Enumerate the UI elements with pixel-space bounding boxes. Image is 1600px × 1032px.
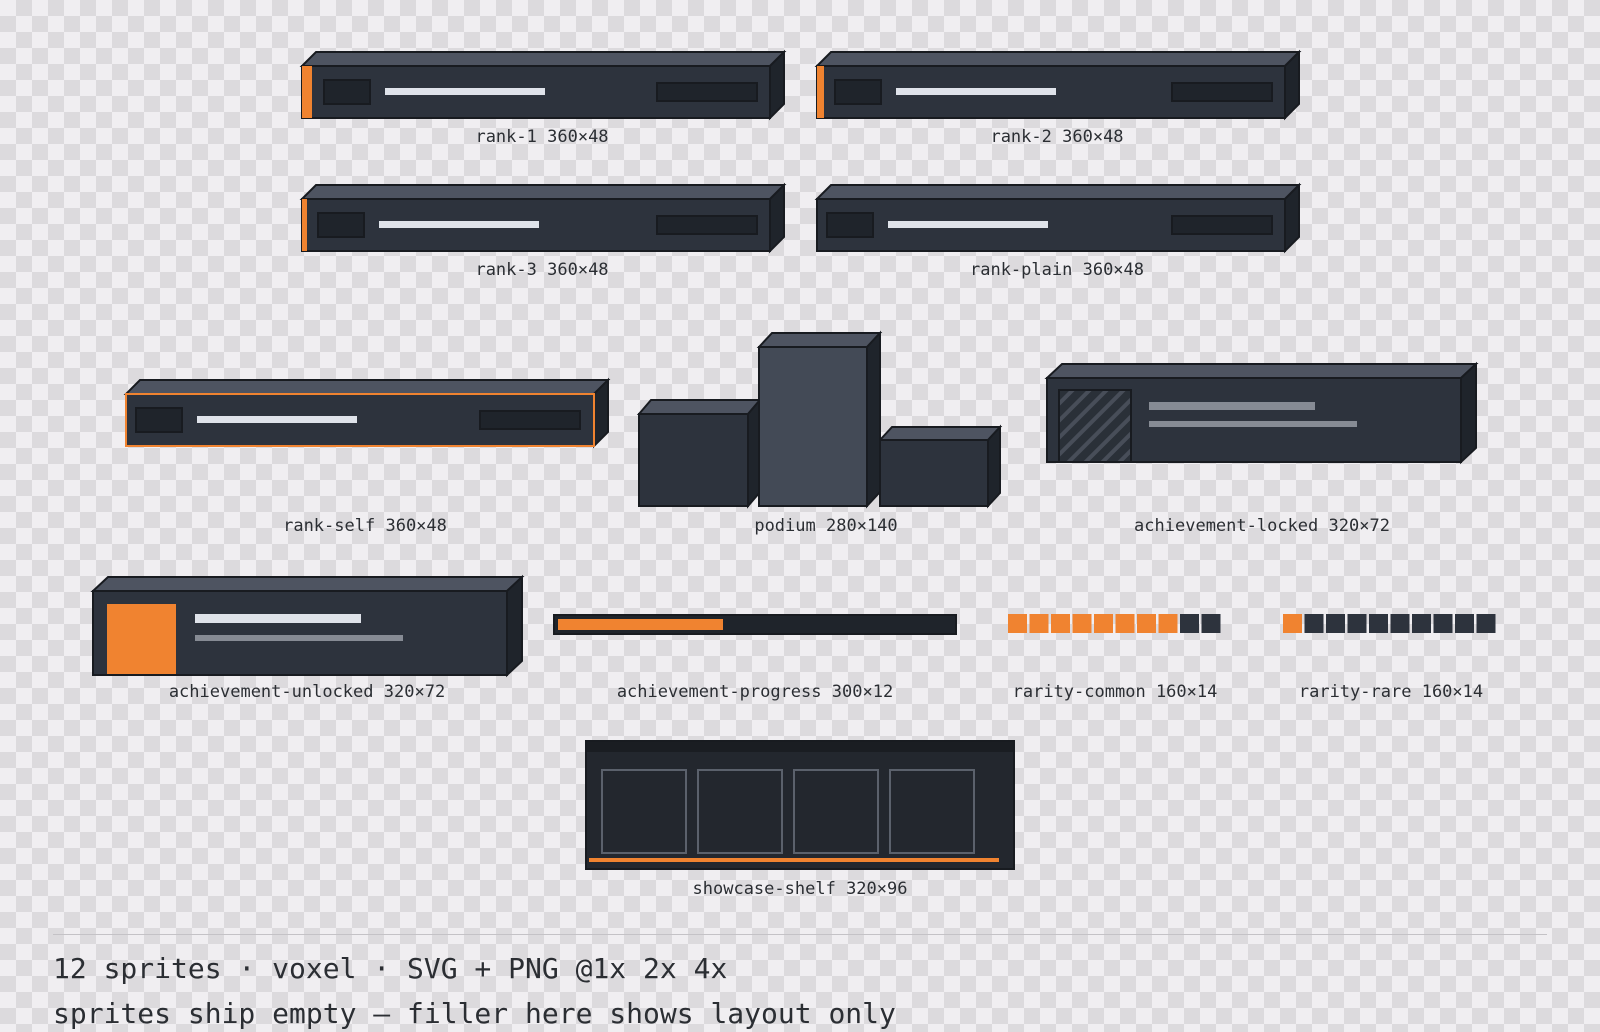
shelf-slot bbox=[601, 769, 687, 854]
rarity-common-pip bbox=[1094, 614, 1113, 633]
rarity-rare-pip bbox=[1326, 614, 1345, 633]
rarity-rare-pip bbox=[1433, 614, 1453, 633]
rarity-rare-pip bbox=[1412, 614, 1431, 633]
footer-line-2: sprites ship empty — filler here shows l… bbox=[53, 997, 896, 1030]
sprite-rarity-common bbox=[1008, 614, 1224, 634]
label-rank-3: rank-3 360×48 bbox=[475, 260, 609, 280]
label-rank-2: rank-2 360×48 bbox=[990, 127, 1124, 147]
sprite-rarity-rare bbox=[1283, 614, 1499, 634]
rarity-common-pip bbox=[1029, 614, 1049, 633]
rarity-common-pip bbox=[1180, 614, 1199, 633]
rarity-common-pip bbox=[1137, 614, 1156, 633]
label-rank-self: rank-self 360×48 bbox=[283, 516, 447, 536]
label-rank-1: rank-1 360×48 bbox=[475, 127, 609, 147]
rarity-common-pip bbox=[1072, 614, 1092, 633]
rarity-rare-pip bbox=[1347, 614, 1367, 633]
rarity-common-pip bbox=[1158, 614, 1178, 633]
sprite-podium bbox=[636, 330, 1003, 512]
label-showcase-shelf: showcase-shelf 320×96 bbox=[692, 879, 908, 899]
sprite-rank-3 bbox=[299, 182, 787, 255]
rarity-common-pip bbox=[1115, 614, 1135, 633]
rarity-common-pip bbox=[1051, 614, 1070, 633]
rarity-rare-pip bbox=[1283, 614, 1302, 633]
rarity-rare-pip bbox=[1369, 614, 1388, 633]
rarity-rare-pip bbox=[1455, 614, 1474, 633]
rarity-rare-pip bbox=[1476, 614, 1496, 633]
label-rarity-rare: rarity-rare 160×14 bbox=[1298, 682, 1484, 702]
label-rank-plain: rank-plain 360×48 bbox=[969, 260, 1145, 280]
rarity-rare-pip bbox=[1304, 614, 1324, 633]
sprite-rank-plain bbox=[814, 182, 1302, 255]
label-rarity-common: rarity-common 160×14 bbox=[1012, 682, 1218, 702]
sprite-achievement-unlocked bbox=[90, 574, 525, 678]
rarity-rare-pip bbox=[1390, 614, 1410, 633]
footer-divider bbox=[53, 934, 1547, 935]
progress-fill bbox=[558, 619, 723, 630]
sprite-showcase-shelf bbox=[585, 740, 1015, 870]
sprite-achievement-locked bbox=[1044, 361, 1479, 465]
sprite-rank-2 bbox=[814, 49, 1302, 122]
shelf-slot bbox=[793, 769, 879, 854]
footer-line-1: 12 sprites · voxel · SVG + PNG @1x 2x 4x bbox=[53, 952, 728, 985]
shelf-slot bbox=[697, 769, 783, 854]
label-achievement-progress: achievement-progress 300×12 bbox=[616, 682, 894, 702]
sprite-rank-1 bbox=[299, 49, 787, 122]
label-achievement-unlocked: achievement-unlocked 320×72 bbox=[168, 682, 446, 702]
sprite-rank-self bbox=[123, 377, 611, 450]
rarity-common-pip bbox=[1201, 614, 1221, 633]
rarity-common-pip bbox=[1008, 614, 1027, 633]
sprite-achievement-progress bbox=[553, 614, 957, 635]
label-podium: podium 280×140 bbox=[754, 516, 898, 536]
shelf-slot bbox=[889, 769, 975, 854]
label-achievement-locked: achievement-locked 320×72 bbox=[1134, 516, 1390, 536]
